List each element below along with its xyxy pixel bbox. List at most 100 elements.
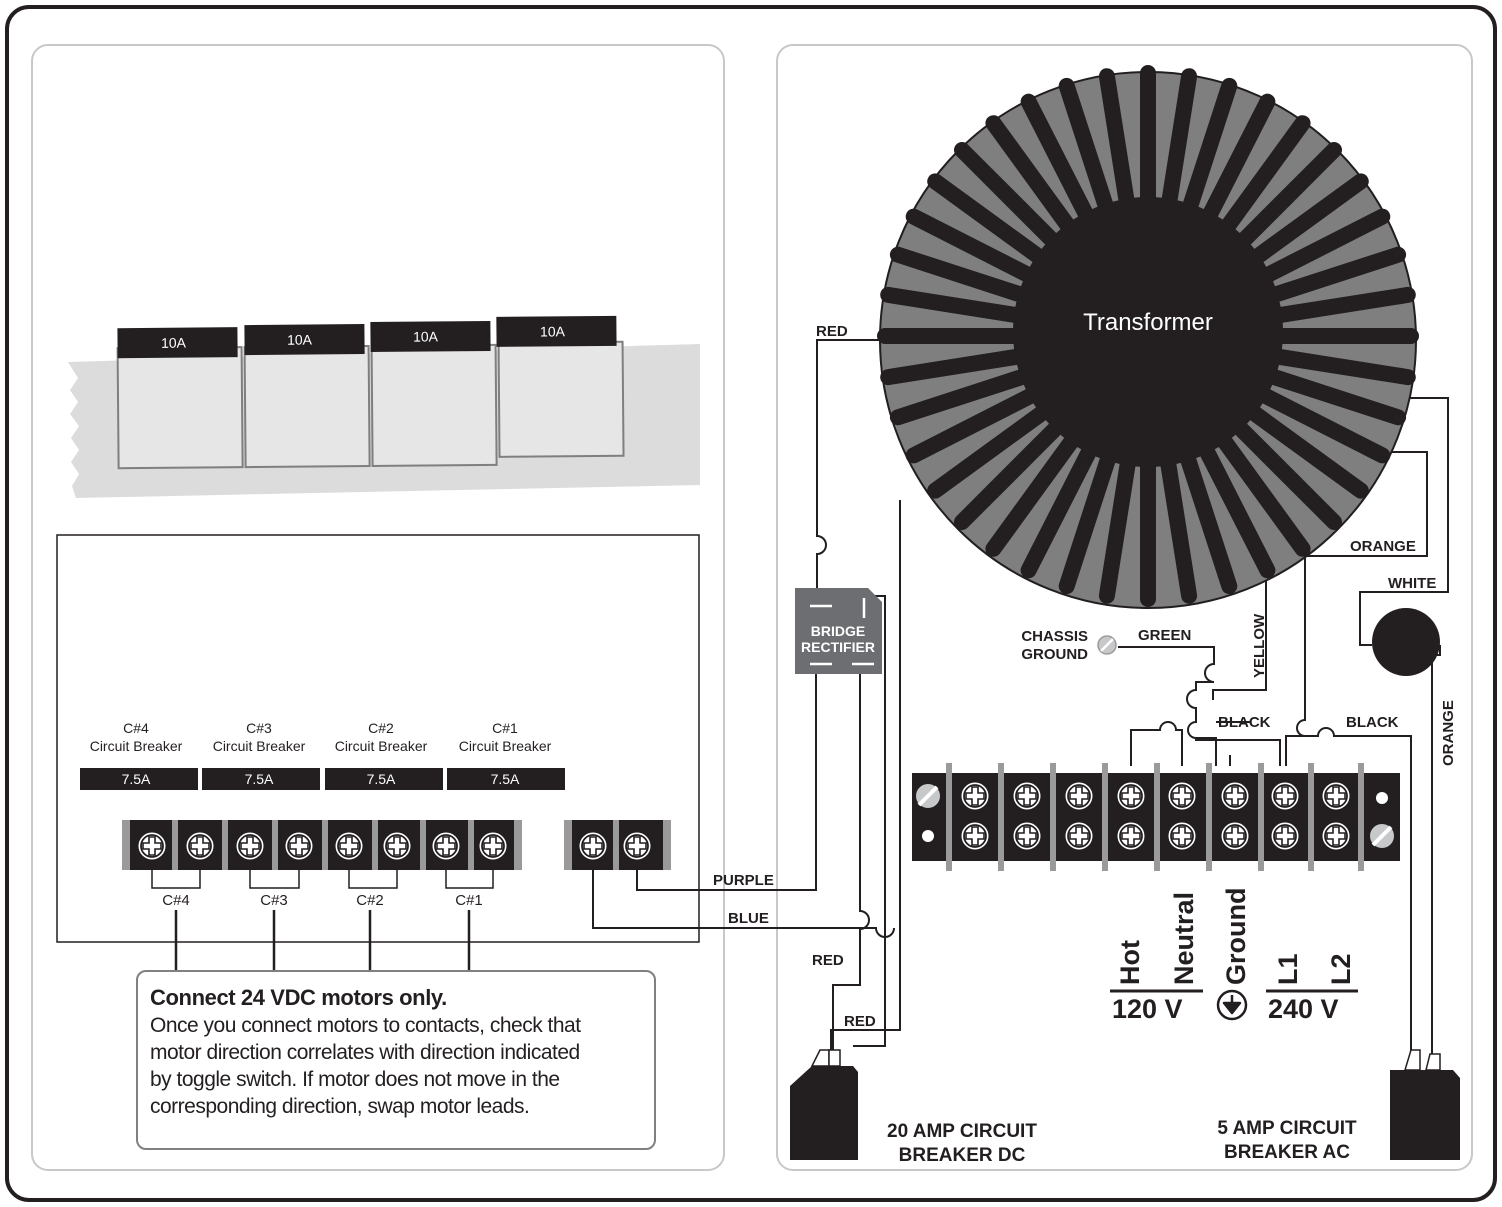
transformer-winding: [1058, 442, 1119, 595]
breaker-rating: 7.5A: [122, 771, 151, 787]
transformer-winding: [1194, 434, 1276, 579]
wire-label-orange: ORANGE: [1350, 538, 1416, 555]
breaker-id: C#1: [492, 720, 518, 736]
chassis-ground-screw: [1097, 635, 1117, 655]
fuse-cap: [496, 315, 617, 347]
terminal-label-l1: L1: [1273, 953, 1303, 985]
fuse-cap: [117, 327, 238, 359]
breaker-rating-bar: [447, 768, 565, 790]
wire-label-purple: PURPLE: [713, 872, 774, 889]
wire-label-red: RED: [844, 1013, 876, 1030]
transformer-winding: [1237, 398, 1369, 499]
wire-label-red: RED: [816, 323, 848, 340]
transformer-winding: [880, 346, 1038, 386]
transformer-winding: [1254, 246, 1407, 307]
transformer-winding: [880, 286, 1038, 326]
main-terminal-block: [912, 763, 1400, 871]
contact-label: C#3: [260, 892, 288, 909]
note-line: by toggle switch. If motor does not move…: [150, 1068, 560, 1091]
fuse-label: 10A: [413, 328, 439, 344]
terminal-label-hot: Hot: [1115, 940, 1145, 985]
breaker-rating: 7.5A: [491, 771, 520, 787]
chassis-ground-label: GROUND: [1021, 646, 1088, 663]
rectifier-label: BRIDGE: [811, 623, 865, 639]
note-line: motor direction correlates with directio…: [150, 1041, 580, 1064]
transformer-winding: [985, 425, 1086, 557]
transformer-label: Transformer: [1083, 309, 1213, 336]
fuse-body: [497, 340, 625, 458]
fuse-label: 10A: [287, 331, 313, 347]
transformer-winding: [905, 208, 1050, 290]
transformer-winding: [954, 142, 1072, 260]
transformer-winding: [927, 173, 1059, 274]
fuse-body: [243, 345, 371, 469]
transformer: Transformer: [877, 65, 1419, 609]
transformer-winding: [927, 398, 1059, 499]
breaker-name: Circuit Breaker: [213, 738, 306, 754]
fuse-label: 10A: [540, 323, 566, 339]
transformer-winding: [1058, 77, 1119, 230]
transformer-winding: [1210, 425, 1311, 557]
transformer-winding: [1194, 93, 1276, 238]
breaker-id: C#4: [123, 720, 149, 736]
dc-circuit-breaker: [790, 1049, 858, 1160]
terminal-label-neutral: Neutral: [1169, 892, 1199, 985]
breaker-rating-bar: [202, 768, 320, 790]
ac-breaker-label: BREAKER AC: [1224, 1142, 1350, 1163]
breaker-id: C#2: [368, 720, 394, 736]
wire-label-black: BLACK: [1218, 714, 1271, 731]
voltage-240: 240 V: [1268, 994, 1339, 1024]
wire-label-green: GREEN: [1138, 627, 1191, 644]
fuse-group: 10A 10A 10A 10A: [116, 315, 625, 470]
wire-label-yellow: YELLOW: [1251, 613, 1268, 678]
transformer-winding: [905, 382, 1050, 464]
indicator-light: [1372, 608, 1440, 676]
note-heading: Connect 24 VDC motors only.: [150, 985, 447, 1010]
terminal-label-ground: Ground: [1221, 888, 1251, 985]
transformer-winding: [1177, 77, 1238, 230]
breaker-rating-bar: [80, 768, 198, 790]
instruction-note: Connect 24 VDC motors only. Once you con…: [136, 970, 656, 1150]
note-line: Once you connect motors to contacts, che…: [150, 1014, 581, 1037]
contact-label: C#2: [356, 892, 384, 909]
dc-breaker-label: BREAKER DC: [899, 1145, 1026, 1166]
transformer-winding: [1020, 434, 1102, 579]
rectifier-label: RECTIFIER: [801, 639, 875, 655]
transformer-winding: [1177, 442, 1238, 595]
transformer-winding: [954, 412, 1072, 530]
note-body: Once you connect motors to contacts, che…: [150, 1012, 654, 1120]
transformer-winding: [1246, 208, 1391, 290]
contact-label: C#1: [455, 892, 483, 909]
transformer-winding: [1158, 446, 1198, 604]
transformer-winding: [889, 246, 1042, 307]
breaker-rating: 7.5A: [245, 771, 274, 787]
fuse-body: [116, 346, 244, 470]
transformer-winding: [1224, 142, 1342, 260]
note-line: corresponding direction, swap motor lead…: [150, 1095, 530, 1118]
breaker-name: Circuit Breaker: [459, 738, 552, 754]
transformer-winding: [1098, 446, 1138, 604]
breaker-id: C#3: [246, 720, 272, 736]
power-terminal-strip: [564, 820, 671, 870]
transformer-winding: [985, 115, 1086, 247]
breaker-rating: 7.5A: [367, 771, 396, 787]
fuse-body: [370, 343, 498, 467]
transformer-winding: [1158, 68, 1198, 226]
chassis-ground-label: CHASSIS: [1021, 628, 1088, 645]
transformer-winding: [889, 365, 1042, 426]
transformer-winding: [1224, 412, 1342, 530]
dc-breaker-label: 20 AMP CIRCUIT: [887, 1121, 1037, 1142]
fuse-label: 10A: [161, 335, 187, 351]
ac-breaker-label: 5 AMP CIRCUIT: [1217, 1118, 1357, 1139]
motor-terminal-strip: [122, 820, 522, 870]
terminal-label-l2: L2: [1326, 953, 1356, 985]
transformer-winding: [1246, 382, 1391, 464]
transformer-winding: [1237, 173, 1369, 274]
wire-label-white: WHITE: [1388, 575, 1436, 592]
transformer-winding: [1098, 68, 1138, 226]
wire-label-orange: ORANGE: [1440, 700, 1457, 766]
wire-label-red: RED: [812, 952, 844, 969]
breaker-name: Circuit Breaker: [335, 738, 428, 754]
wire-label-blue: BLUE: [728, 910, 769, 927]
